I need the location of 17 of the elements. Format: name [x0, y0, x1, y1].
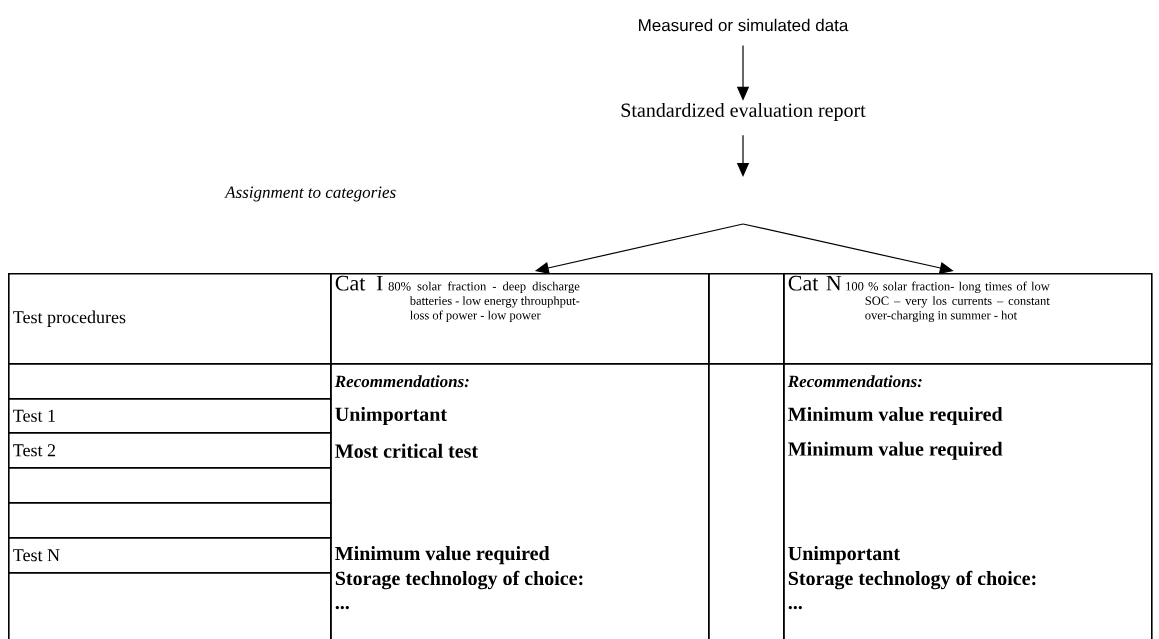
- table-cell: [8, 363, 332, 400]
- flow-text: Standardized evaluation report: [621, 102, 866, 122]
- table-cell: [8, 467, 332, 504]
- annotation: Assignment to categories: [224, 186, 396, 202]
- table-cell: [8, 502, 332, 539]
- table-cell: Recommendations: Minimum value required Minimum value required Unimportant Storage technology of choice: ...: [783, 363, 1153, 639]
- table-cell: Test 2: [8, 432, 332, 469]
- table-cell: Test N: [8, 537, 332, 574]
- table-cell: Recommendations: Unimportant Most critical test Minimum value required Storage technology of choice: ...: [330, 363, 710, 639]
- table-cell: Test 1: [8, 398, 332, 434]
- flow-text: Measured or simulated data: [639, 18, 849, 32]
- table-cell: [708, 363, 785, 639]
- table-cell: [8, 572, 332, 639]
- table-cell: Cat N 100 % solar fraction- long times of low SOC – very los currents – constant over-charging in summer - hot: [783, 273, 1153, 365]
- table-cell: Test procedures: [8, 273, 332, 365]
- table-cell: [708, 273, 785, 365]
- table-cell: Cat I 80% solar fraction - deep discharge batteries - low energy throuphput- loss of power - low power: [330, 273, 710, 365]
